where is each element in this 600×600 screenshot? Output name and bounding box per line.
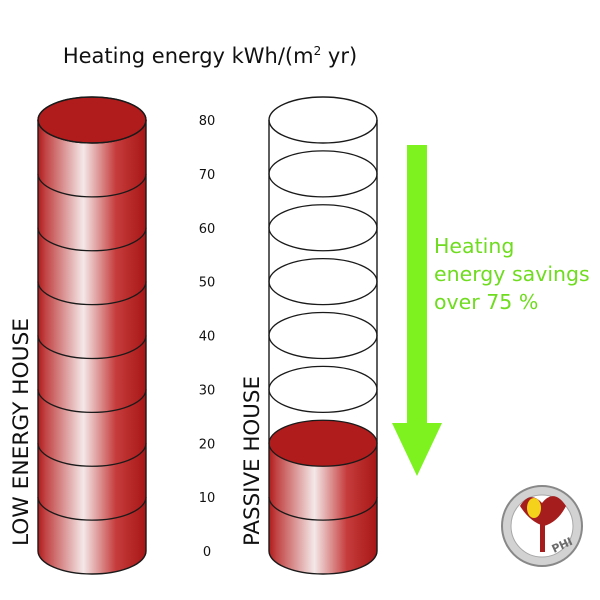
cylinder-base [37,550,147,575]
y-tick-label: 60 [199,222,216,237]
phi-logo: PHI [501,485,583,567]
unit-ring [268,204,378,252]
annotation-line-3: over 75 % [434,290,539,314]
y-tick-label: 10 [199,491,216,506]
chart-title-suffix: yr) [321,44,358,68]
savings-arrow [392,145,442,476]
chart-title-prefix: Heating energy kWh/(m [62,44,314,68]
cylinder-top [268,96,378,144]
bar-fill-top [268,419,378,467]
unit-ring [268,365,378,414]
unit-ring [37,227,147,252]
y-tick-label: 40 [199,330,216,345]
annotation-line-2: energy savings [434,262,590,286]
unit-ring [37,281,147,306]
column-label: PASSIVE HOUSE [240,376,264,546]
y-tick-label: 20 [199,437,216,452]
unit-ring [37,443,147,467]
y-tick-label: 30 [199,383,216,398]
column-label: LOW ENERGY HOUSE [9,318,33,546]
unit-ring [268,497,378,521]
unit-ring [37,497,147,521]
cylinder-column: LOW ENERGY HOUSE [9,96,147,575]
cylinder-column: PASSIVE HOUSE [240,96,378,575]
unit-ring [37,335,147,360]
y-tick-label: 50 [199,276,216,291]
chart-title: Heating energy kWh/(m2 yr) [0,44,420,68]
unit-ring [268,150,378,198]
unit-ring [268,257,378,306]
y-tick-label: 0 [203,545,211,560]
unit-ring [37,173,147,198]
bar-fill [38,120,146,574]
bar-fill [269,443,377,574]
unit-ring [268,311,378,360]
annotation-line-1: Heating [434,234,515,258]
cylinder-top [37,96,147,144]
cylinder-base [268,550,378,575]
savings-annotation: Heating energy savings over 75 % [434,232,594,316]
chart-title-sup: 2 [313,44,322,58]
y-tick-label: 80 [199,114,216,129]
unit-ring [37,389,147,414]
y-tick-label: 70 [199,168,216,183]
